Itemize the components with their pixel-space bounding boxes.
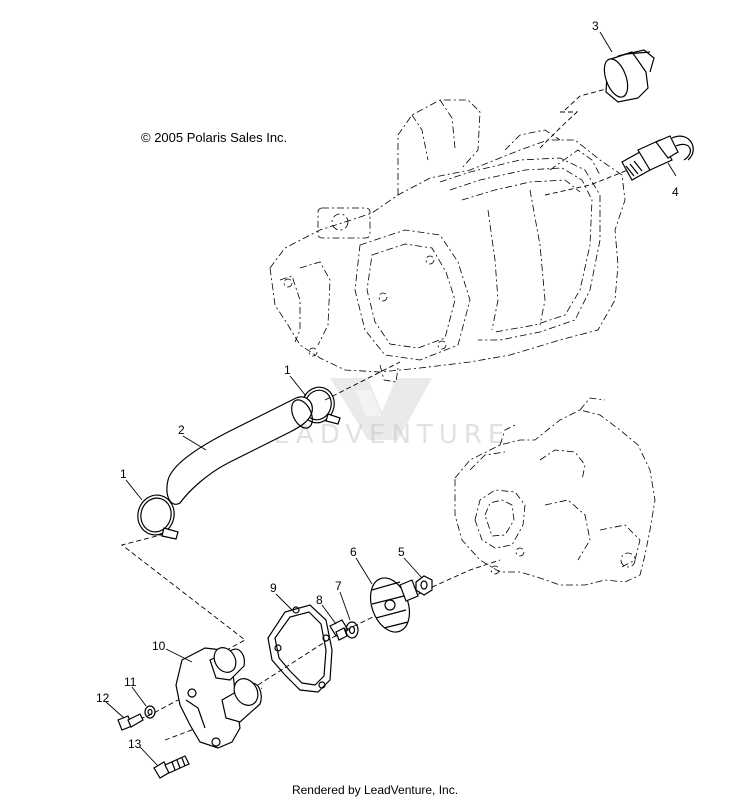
long-bolt-part [153, 755, 190, 779]
callout-7: 7 [335, 579, 342, 593]
callout-2: 2 [178, 423, 185, 437]
short-bolt-part [117, 713, 144, 731]
callout-6: 6 [350, 545, 357, 559]
callout-3: 3 [592, 19, 599, 33]
copyright-notice: © 2005 Polaris Sales Inc. [141, 130, 288, 145]
water-pump-cover-part [175, 647, 262, 749]
leader-lines [105, 31, 677, 767]
rendered-by-footer: Rendered by LeadVenture, Inc. [291, 783, 459, 797]
leadventure-watermark-logo [330, 378, 432, 440]
callout-9: 9 [270, 581, 277, 595]
drain-plug-part [329, 619, 349, 641]
callout-11: 11 [124, 675, 137, 689]
callout-13: 13 [128, 737, 142, 751]
temperature-sensor-part [621, 135, 694, 181]
callout-5: 5 [398, 545, 405, 559]
small-washer-part [144, 705, 156, 719]
gasket-part [267, 604, 333, 693]
callout-1-upper: 1 [284, 363, 291, 377]
callout-1-lower: 1 [120, 467, 127, 481]
nut-part [415, 575, 433, 596]
crankcase-outline [454, 397, 656, 586]
impeller-part [369, 577, 419, 633]
callout-4: 4 [672, 185, 679, 199]
coolant-hose-part [166, 396, 313, 505]
thermostat-cap-part [603, 49, 655, 103]
washer-part [345, 621, 359, 639]
lower-hose-clamp-part [137, 494, 179, 540]
callout-10: 10 [152, 639, 166, 653]
cylinder-head-outline [269, 99, 626, 383]
callout-8: 8 [316, 593, 323, 607]
callout-labels: 3 4 1 2 1 5 6 7 8 9 10 11 12 13 [96, 19, 679, 751]
callout-12: 12 [96, 691, 110, 705]
